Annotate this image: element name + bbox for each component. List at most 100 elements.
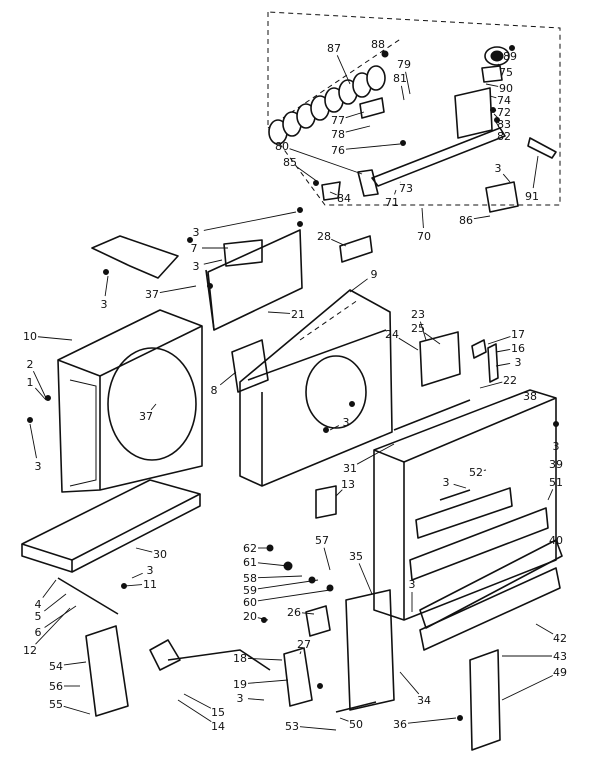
leader-line: [356, 443, 395, 465]
part-label: 79: [397, 58, 411, 71]
evaporator-housing: [373, 331, 559, 621]
part-label: 91: [525, 190, 539, 203]
part-label: 86: [459, 214, 473, 227]
part-label: 81: [393, 72, 407, 85]
part-label: 37: [139, 410, 153, 423]
leader-line: [267, 311, 291, 314]
leader-line: [485, 83, 499, 87]
leader-line: [329, 191, 337, 196]
leader-line: [400, 85, 405, 101]
leader-line: [331, 238, 347, 247]
part-label: 13: [341, 478, 355, 491]
leader-line: [177, 699, 212, 723]
part-label: 71: [385, 196, 399, 209]
part-label: 53: [285, 720, 299, 733]
leader-line: [345, 143, 401, 150]
leader-line: [29, 423, 37, 459]
leader-line: [497, 63, 501, 67]
part-label: 3: [35, 460, 42, 473]
part-label: 50: [349, 718, 363, 731]
leader-line: [203, 259, 223, 265]
part-label: 2: [27, 358, 34, 371]
leader-line: [495, 362, 511, 367]
leader-line: [479, 381, 503, 389]
part-label: 27: [297, 638, 311, 651]
leader-line: [323, 547, 331, 571]
leader-line: [535, 623, 554, 635]
center-chassis: [231, 289, 393, 519]
part-label: 78: [331, 128, 345, 141]
part-label: 88: [371, 38, 385, 51]
base-trays: [21, 479, 563, 751]
leader-line: [299, 651, 302, 655]
leader-line: [394, 189, 397, 195]
leader-line: [247, 657, 283, 661]
part-label: 30: [153, 548, 167, 561]
part-label: 1: [27, 376, 34, 389]
part-label: 23: [411, 308, 425, 321]
leader-line: [257, 562, 289, 567]
part-label: 11: [143, 578, 157, 591]
part-label: 3: [147, 564, 154, 577]
part-label: 18: [233, 652, 247, 665]
leader-line: [289, 148, 363, 175]
leader-line: [335, 489, 343, 497]
part-label: 90: [499, 82, 513, 95]
part-label: 22: [503, 374, 517, 387]
part-label: 58: [243, 572, 257, 585]
part-label: 14: [211, 720, 225, 733]
part-label: 40: [549, 534, 563, 547]
part-label: 82: [497, 130, 511, 143]
part-label: 43: [553, 650, 567, 663]
part-label: 25: [411, 322, 425, 335]
leader-line: [257, 617, 269, 621]
leader-line: [219, 371, 237, 386]
part-label: 31: [343, 462, 357, 475]
leader-line: [453, 483, 467, 489]
leader-line: [296, 166, 319, 183]
leader-line: [32, 371, 47, 399]
part-label: 19: [233, 678, 247, 691]
leader-line: [495, 121, 501, 130]
leader-line: [487, 336, 511, 345]
leader-line: [419, 321, 427, 341]
part-label: 74: [497, 94, 511, 107]
leader-line: [159, 285, 197, 294]
leader-line: [63, 661, 87, 666]
part-label: 80: [275, 140, 289, 153]
leader-line: [123, 584, 143, 587]
part-label: 52: [469, 466, 483, 479]
part-label: 49: [553, 666, 567, 679]
part-label: 89: [503, 50, 517, 63]
part-label: 55: [49, 698, 63, 711]
leader-line: [405, 71, 411, 95]
leader-line: [247, 698, 265, 701]
part-label: 61: [243, 556, 257, 569]
leader-line: [301, 612, 315, 615]
part-label: 70: [417, 230, 431, 243]
leader-line: [135, 547, 153, 553]
leader-line: [424, 332, 441, 345]
part-label: 4: [35, 598, 42, 611]
part-label: 3: [343, 416, 350, 429]
leader-line: [399, 671, 420, 695]
part-label: 9: [371, 268, 378, 281]
control-components: [85, 544, 463, 721]
part-label: 51: [549, 476, 563, 489]
leader-line: [131, 572, 143, 579]
part-label: 87: [327, 42, 341, 55]
part-label: 28: [317, 230, 331, 243]
part-label: 35: [349, 550, 363, 563]
leader-line: [339, 717, 349, 722]
leader-line: [407, 717, 457, 724]
part-label: 3: [237, 692, 244, 705]
part-label: 3: [409, 578, 416, 591]
leader-line: [336, 55, 351, 85]
part-label: 75: [499, 66, 513, 79]
part-label: 85: [283, 156, 297, 169]
leader-line: [532, 155, 539, 189]
part-label: 3: [193, 260, 200, 273]
leader-line: [502, 173, 511, 183]
part-label: 12: [23, 644, 37, 657]
